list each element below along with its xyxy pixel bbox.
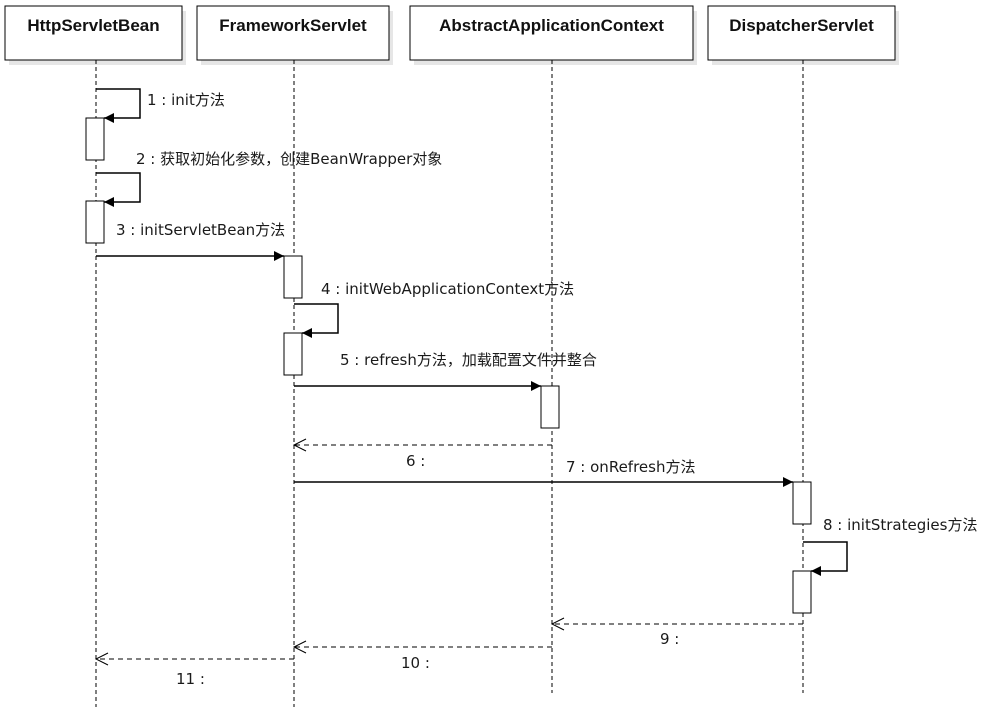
participant-label: AbstractApplicationContext: [439, 16, 664, 35]
message-6[interactable]: 6 :: [292, 438, 552, 470]
message-label: 11 :: [176, 670, 205, 688]
participant-header-httpservletbean[interactable]: HttpServletBean: [4, 5, 186, 65]
message-label: 4 : initWebApplicationContext方法: [321, 280, 574, 298]
participant-label: FrameworkServlet: [219, 16, 367, 35]
participant-header-frameworkservlet[interactable]: FrameworkServlet: [196, 5, 393, 65]
message-2[interactable]: 2 : 获取初始化参数，创建BeanWrapper对象: [96, 150, 442, 207]
message-label: 2 : 获取初始化参数，创建BeanWrapper对象: [136, 150, 442, 168]
message-label: 9 :: [660, 630, 679, 648]
message-11[interactable]: 11 :: [94, 652, 294, 688]
message-label: 6 :: [406, 452, 425, 470]
message-label: 10 :: [401, 654, 430, 672]
participant-header-abstractapplicationcontext[interactable]: AbstractApplicationContext: [409, 5, 697, 65]
message-label: 3 : initServletBean方法: [116, 221, 285, 239]
message-10[interactable]: 10 :: [292, 640, 552, 672]
activation-box: [792, 570, 812, 614]
message-label: 7 : onRefresh方法: [566, 458, 695, 476]
participant-header-dispatcherservlet[interactable]: DispatcherServlet: [707, 5, 899, 65]
message-8[interactable]: 8 : initStrategies方法: [803, 516, 977, 576]
message-label: 5 : refresh方法，加载配置文件并整合: [340, 351, 597, 369]
participant-label: DispatcherServlet: [729, 16, 874, 35]
activation-box: [85, 117, 105, 161]
activation-box: [540, 385, 560, 429]
activation-box: [792, 481, 812, 525]
message-1[interactable]: 1 : init方法: [96, 88, 225, 123]
message-label: 8 : initStrategies方法: [823, 516, 977, 534]
activation-box: [283, 332, 303, 376]
message-3[interactable]: 3 : initServletBean方法: [96, 221, 285, 261]
activation-box: [283, 255, 303, 299]
participant-label: HttpServletBean: [27, 16, 159, 35]
message-4[interactable]: 4 : initWebApplicationContext方法: [294, 280, 574, 338]
activation-box: [85, 200, 105, 244]
message-label: 1 : init方法: [147, 91, 225, 109]
message-7[interactable]: 7 : onRefresh方法: [294, 458, 793, 487]
message-9[interactable]: 9 :: [550, 617, 803, 648]
message-5[interactable]: 5 : refresh方法，加载配置文件并整合: [294, 351, 597, 391]
